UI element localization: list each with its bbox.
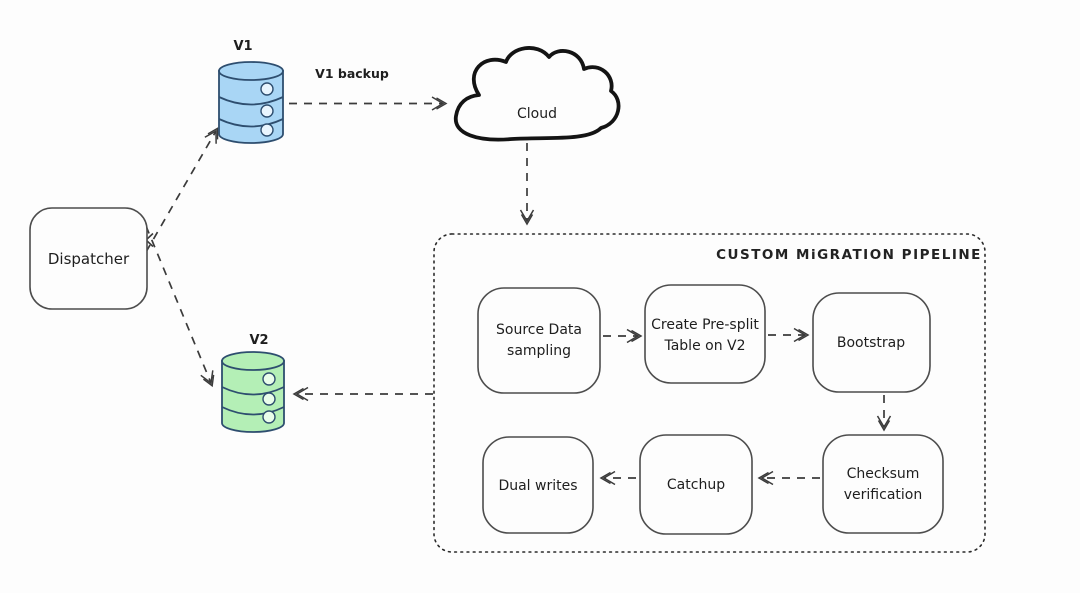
v1-db-band-2 [218,118,284,128]
dual-writes-label: Dual writes [498,478,577,494]
source-data-sampling-label-line1: Source Data [496,322,582,338]
v1-db-dot-2 [260,104,274,118]
v2-label: V2 [249,333,268,348]
bootstrap-box [812,292,931,393]
node-source-data-sampling: Source Data sampling [477,287,601,394]
dispatcher-label: Dispatcher [48,250,130,268]
v2-database-icon [221,351,285,433]
v1-db-body [218,70,284,144]
node-bootstrap: Bootstrap [812,292,931,393]
v2-db-dot-3 [262,410,276,424]
v1-backup-edge-label: V1 backup [315,66,389,81]
node-checksum-verification: Checksum verification [822,434,944,534]
cloud-node: Cloud [454,46,621,142]
v2-db-top [221,351,285,371]
dual-writes-box [482,436,594,534]
cloud-label: Cloud [517,106,557,122]
create-presplit-table-box [644,284,766,384]
v2-db-dot-1 [262,372,276,386]
pipeline-container [433,233,986,553]
node-catchup: Catchup [639,434,753,535]
pipeline-title: CUSTOM MiGRATION PIPELINE [716,247,982,263]
v2-db-dot-2 [262,392,276,406]
bootstrap-label: Bootstrap [837,335,905,351]
checksum-verification-label-line2: verification [844,487,922,503]
v2-db-band-1 [221,386,285,396]
v1-label: V1 [233,39,252,54]
checksum-verification-box [822,434,944,534]
dispatcher-node: Dispatcher [29,207,148,310]
v1-db-dot-3 [260,123,274,137]
node-create-presplit-table: Create Pre-split Table on V2 [644,284,766,384]
v1-database-icon [218,61,284,144]
create-presplit-table-label-line1: Create Pre-split [651,317,759,333]
node-dual-writes: Dual writes [482,436,594,534]
checksum-verification-label-line1: Checksum [847,466,920,482]
cloud-icon [454,46,621,142]
edge-dispatcher-to-v2 [145,225,215,388]
v1-db-dot-1 [260,82,274,96]
catchup-box [639,434,753,535]
create-presplit-table-label-line2: Table on V2 [663,338,745,354]
edge-dispatcher-to-v1 [145,127,219,253]
catchup-label: Catchup [667,477,725,493]
v2-db-band-2 [221,406,285,416]
dispatcher-box [29,207,148,310]
source-data-sampling-box [477,287,601,394]
v1-db-top [218,61,284,81]
source-data-sampling-label-line2: sampling [507,343,571,359]
v1-db-band-1 [218,96,284,106]
